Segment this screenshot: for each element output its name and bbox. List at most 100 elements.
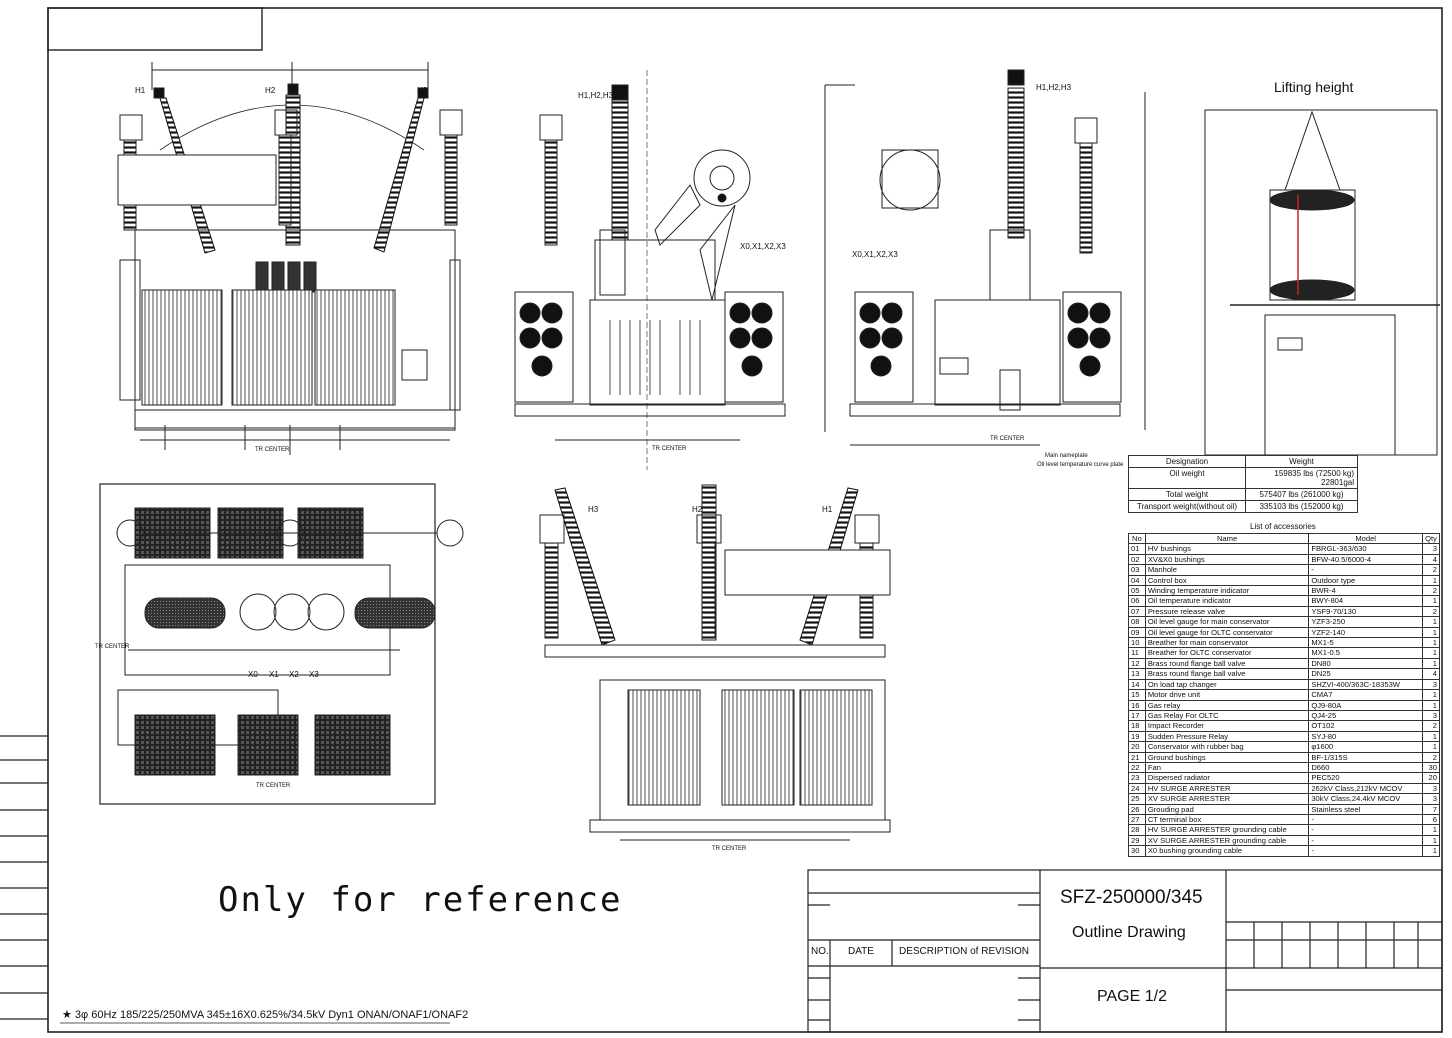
accessory-qty: 1 — [1421, 699, 1441, 711]
accessory-qty: 1 — [1421, 637, 1441, 649]
accessory-model: - — [1308, 564, 1423, 576]
rear-elevation-view — [824, 69, 1146, 446]
accessory-model: YSF9-70/130 — [1308, 605, 1423, 618]
accessory-qty: 6 — [1421, 813, 1441, 826]
accessory-no: 21 — [1128, 751, 1146, 763]
accessory-qty: 2 — [1421, 720, 1441, 732]
terminal-h2-front: H2 — [265, 86, 276, 95]
accessory-name: Gas relay — [1144, 699, 1310, 711]
watermark-note: Only for reference — [218, 880, 623, 920]
accessory-name: Gas Relay For OLTC — [1144, 709, 1310, 722]
weight-header-designation: Designation — [1128, 455, 1246, 468]
weight-value-line1: 159835 lbs (72500 kg) — [1274, 469, 1354, 478]
title-block — [807, 869, 1443, 1033]
terminal-hv-side: H1,H2,H3 — [578, 91, 614, 100]
accessory-qty: 4 — [1421, 668, 1441, 680]
accessory-no: 14 — [1128, 678, 1146, 691]
tr-center-label: TR CENTER — [95, 644, 130, 650]
accessory-name: Impact Recorder — [1144, 720, 1310, 732]
tr-center-label: TR CENTER — [712, 846, 747, 852]
accessory-no: 24 — [1128, 782, 1146, 795]
accessory-name: HV SURGE ARRESTER — [1144, 782, 1310, 795]
tr-center-label: TR CENTER — [256, 783, 291, 789]
accessory-qty: 1 — [1421, 647, 1441, 659]
weight-header-weight: Weight — [1245, 455, 1358, 468]
front-elevation-view — [117, 62, 463, 455]
accessories-title: List of accessories — [1250, 522, 1316, 531]
accessory-no: 04 — [1128, 574, 1146, 587]
accessory-name: Pressure release valve — [1144, 605, 1310, 618]
accessory-no: 25 — [1128, 793, 1146, 805]
accessory-name: Manhole — [1144, 564, 1310, 576]
accessory-name: Brass round flange ball valve — [1144, 657, 1310, 670]
accessory-name: Fan — [1144, 761, 1310, 774]
accessory-qty: 1 — [1421, 626, 1441, 639]
acc-header-name: Name — [1144, 532, 1310, 545]
accessory-model: 262kV Class,212kV MCOV — [1308, 782, 1423, 795]
accessory-no: 29 — [1128, 834, 1146, 847]
accessory-model: SHZVI-400/363C-18353W — [1308, 678, 1423, 691]
accessory-no: 03 — [1128, 564, 1146, 576]
accessory-name: CT terminal box — [1144, 813, 1310, 826]
weight-row-name: Oil weight — [1128, 467, 1246, 489]
accessory-name: Breather for main conservator — [1144, 637, 1310, 649]
drawing-title: SFZ-250000/345 — [1060, 887, 1203, 908]
accessory-name: Control box — [1144, 574, 1310, 587]
accessory-model: BWY-804 — [1308, 595, 1423, 607]
accessory-no: 05 — [1128, 585, 1146, 597]
accessory-qty: 30 — [1421, 761, 1441, 774]
weight-row-value: 335103 lbs (152000 kg) — [1245, 500, 1358, 513]
terminal-x1-plan: X1 — [269, 670, 279, 679]
accessory-no: 23 — [1128, 772, 1146, 784]
accessory-no: 13 — [1128, 668, 1146, 680]
accessory-qty: 7 — [1421, 803, 1441, 815]
accessory-name: X0 bushing grounding cable — [1144, 845, 1310, 857]
accessory-no: 19 — [1128, 730, 1146, 743]
accessory-no: 11 — [1128, 647, 1146, 659]
accessory-qty: 3 — [1421, 782, 1441, 795]
weight-value-line2: 22801gal — [1321, 478, 1354, 487]
accessory-qty: 20 — [1421, 772, 1441, 784]
accessory-model: DN25 — [1308, 668, 1423, 680]
accessory-model: PEC520 — [1308, 772, 1423, 784]
accessory-model: Outdoor type — [1308, 574, 1423, 587]
terminal-h2-bottom: H2 — [692, 505, 703, 514]
top-left-box — [47, 7, 263, 51]
accessory-no: 08 — [1128, 616, 1146, 628]
acc-header-no: No — [1128, 532, 1146, 545]
accessory-model: - — [1308, 813, 1423, 826]
terminal-x3-plan: X3 — [309, 670, 319, 679]
side-elevation-view — [514, 70, 786, 470]
accessory-model: QJ9-80A — [1308, 699, 1423, 711]
accessory-no: 15 — [1128, 689, 1146, 701]
accessory-qty: 1 — [1421, 616, 1441, 628]
accessory-name: Brass round flange ball valve — [1144, 668, 1310, 680]
acc-header-model: Model — [1308, 532, 1423, 545]
accessory-model: - — [1308, 845, 1423, 857]
acc-header-qty: Qty — [1421, 532, 1441, 545]
oil-temp-plate-label: Oil level temperature curve plate — [1037, 462, 1124, 468]
drawing-subtitle: Outline Drawing — [1072, 924, 1186, 941]
accessory-qty: 1 — [1421, 730, 1441, 743]
accessory-model: φ1600 — [1308, 741, 1423, 753]
accessory-no: 09 — [1128, 626, 1146, 639]
sheet-border — [47, 7, 1443, 1033]
terminal-x0-plan: X0 — [248, 670, 258, 679]
front-elevation-bottom-view — [539, 484, 891, 841]
